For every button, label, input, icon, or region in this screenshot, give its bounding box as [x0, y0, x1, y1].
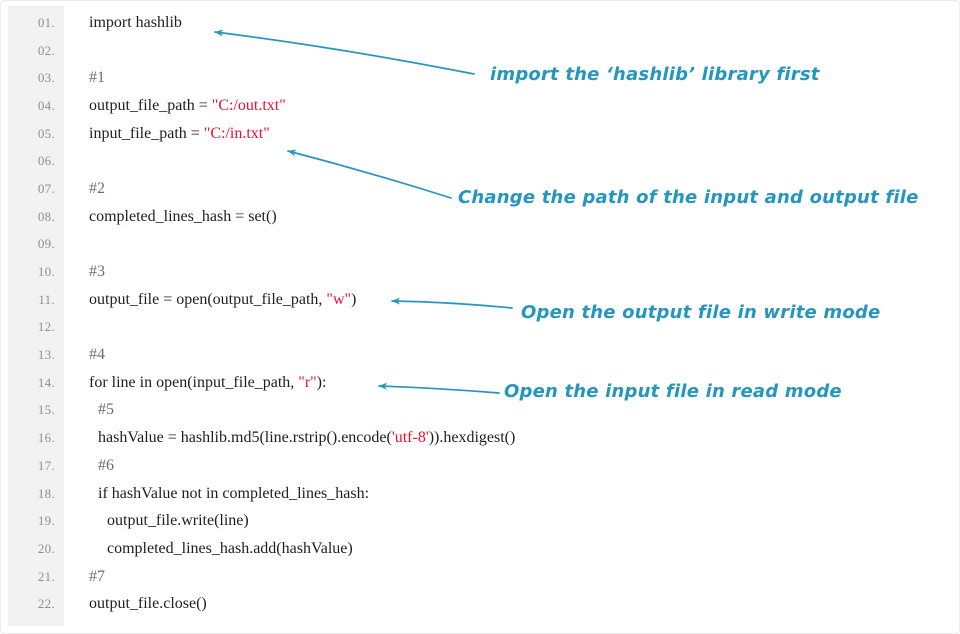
code-line: 11. output_file = open(output_file_path, … [8, 286, 955, 314]
code-segment-string: "C:/in.txt" [203, 124, 270, 142]
code-segment-code: )).hexdigest() [428, 429, 516, 447]
code-text: output_file.close() [64, 595, 207, 613]
code-text: #1 [64, 69, 105, 87]
annotation-open-output-write: Open the output file in write mode [521, 302, 881, 323]
code-segment-string: "w" [326, 290, 352, 308]
line-number: 09. [37, 236, 55, 252]
annotation-change-paths: Change the path of the input and output … [458, 187, 919, 208]
code-text: import hashlib [64, 14, 182, 32]
code-segment-code: input_file_path = [89, 124, 204, 142]
line-number: 20. [37, 540, 55, 556]
code-line: 07. #2 [8, 175, 955, 203]
line-number: 02. [37, 42, 55, 58]
code-segment-comment: #6 [98, 456, 114, 474]
line-number: 11. [38, 291, 55, 307]
code-segment-code: hashValue = hashlib.md5(line.rstrip().en… [98, 429, 392, 447]
code-segment-comment: #7 [89, 567, 105, 585]
code-segment-code: ) [351, 290, 357, 308]
code-segment-code: output_file.write(line) [107, 512, 249, 530]
line-number: 17. [37, 457, 55, 473]
code-segment-code: completed_lines_hash.add(hashValue) [107, 539, 353, 557]
code-text: if hashValue not in completed_lines_hash… [64, 485, 369, 503]
code-line: 06. [8, 147, 955, 175]
code-segment-code: completed_lines_hash = set() [89, 207, 277, 225]
code-line: 10. #3 [8, 258, 955, 286]
code-line: 13. #4 [8, 341, 955, 369]
line-number: 15. [37, 402, 55, 418]
line-number: 06. [37, 153, 55, 169]
line-number: 12. [37, 319, 55, 335]
code-segment-comment: #1 [89, 69, 105, 87]
code-text: #4 [64, 346, 105, 364]
code-segment-string: "r" [298, 373, 317, 391]
code-segment-string: 'utf-8' [391, 429, 429, 447]
line-number: 03. [37, 70, 55, 86]
code-text: for line in open(input_file_path, "r"): [64, 374, 326, 392]
code-line: 14. for line in open(input_file_path, "r"… [8, 369, 955, 397]
code-line: 20. completed_lines_hash.add(hashValue) [8, 535, 955, 563]
code-text: completed_lines_hash.add(hashValue) [64, 540, 353, 558]
code-line: 18. if hashValue not in completed_lines_h… [8, 480, 955, 508]
code-line: 01. import hashlib [8, 9, 955, 37]
code-segment-code: if hashValue not in completed_lines_hash… [98, 484, 370, 502]
code-line: 17. #6 [8, 452, 955, 480]
annotation-open-input-read: Open the input file in read mode [504, 381, 842, 402]
line-number: 14. [37, 374, 55, 390]
code-line: 21. #7 [8, 563, 955, 591]
code-line: 22. output_file.close() [8, 590, 955, 618]
code-text: #2 [64, 180, 105, 198]
code-segment-comment: #2 [89, 179, 105, 197]
line-number: 04. [37, 97, 55, 113]
line-number-gutter [8, 6, 64, 626]
code-segment-string: "C:/out.txt" [211, 96, 286, 114]
code-segment-comment: #4 [89, 346, 105, 364]
code-segment-comment: #3 [89, 263, 105, 281]
code-segment-code: import hashlib [89, 13, 182, 31]
code-line: 19. output_file.write(line) [8, 507, 955, 535]
line-number: 21. [37, 568, 55, 584]
line-number: 07. [37, 180, 55, 196]
code-text: #6 [64, 457, 114, 475]
line-number: 16. [37, 430, 55, 446]
code-line: 12. [8, 314, 955, 342]
line-number: 19. [37, 513, 55, 529]
line-number: 08. [37, 208, 55, 224]
code-lines: 01. import hashlib 02. 03. #1 04. output_file_… [8, 9, 955, 618]
code-text: #5 [64, 401, 114, 419]
code-line: 08. completed_lines_hash = set() [8, 203, 955, 231]
line-number: 05. [37, 125, 55, 141]
code-segment-code: for line in open(input_file_path, [89, 373, 299, 391]
code-text: hashValue = hashlib.md5(line.rstrip().en… [64, 429, 515, 447]
code-segment-code: output_file_path = [89, 96, 212, 114]
code-text: #7 [64, 568, 105, 586]
code-text: output_file_path = "C:/out.txt" [64, 97, 286, 115]
line-number: 22. [37, 596, 55, 612]
line-number: 18. [37, 485, 55, 501]
code-line: 15. #5 [8, 397, 955, 425]
line-number: 01. [37, 14, 55, 30]
code-text: output_file = open(output_file_path, "w"… [64, 291, 356, 309]
code-line: 16. hashValue = hashlib.md5(line.rstrip()… [8, 424, 955, 452]
code-line: 05. input_file_path = "C:/in.txt" [8, 120, 955, 148]
code-line: 03. #1 [8, 64, 955, 92]
code-segment-code: output_file.close() [89, 595, 207, 613]
code-segment-code: ): [316, 373, 327, 391]
code-text: output_file.write(line) [64, 512, 249, 530]
code-text: #3 [64, 263, 105, 281]
code-line: 09. [8, 231, 955, 259]
code-segment-comment: #5 [98, 401, 114, 419]
code-line: 02. [8, 37, 955, 65]
code-segment-code: output_file = open(output_file_path, [89, 290, 327, 308]
code-text: input_file_path = "C:/in.txt" [64, 125, 270, 143]
line-number: 10. [37, 264, 55, 280]
line-number: 13. [37, 347, 55, 363]
code-text: completed_lines_hash = set() [64, 208, 277, 226]
code-line: 04. output_file_path = "C:/out.txt" [8, 92, 955, 120]
annotation-import-hashlib: import the ‘hashlib’ library first [490, 64, 820, 85]
